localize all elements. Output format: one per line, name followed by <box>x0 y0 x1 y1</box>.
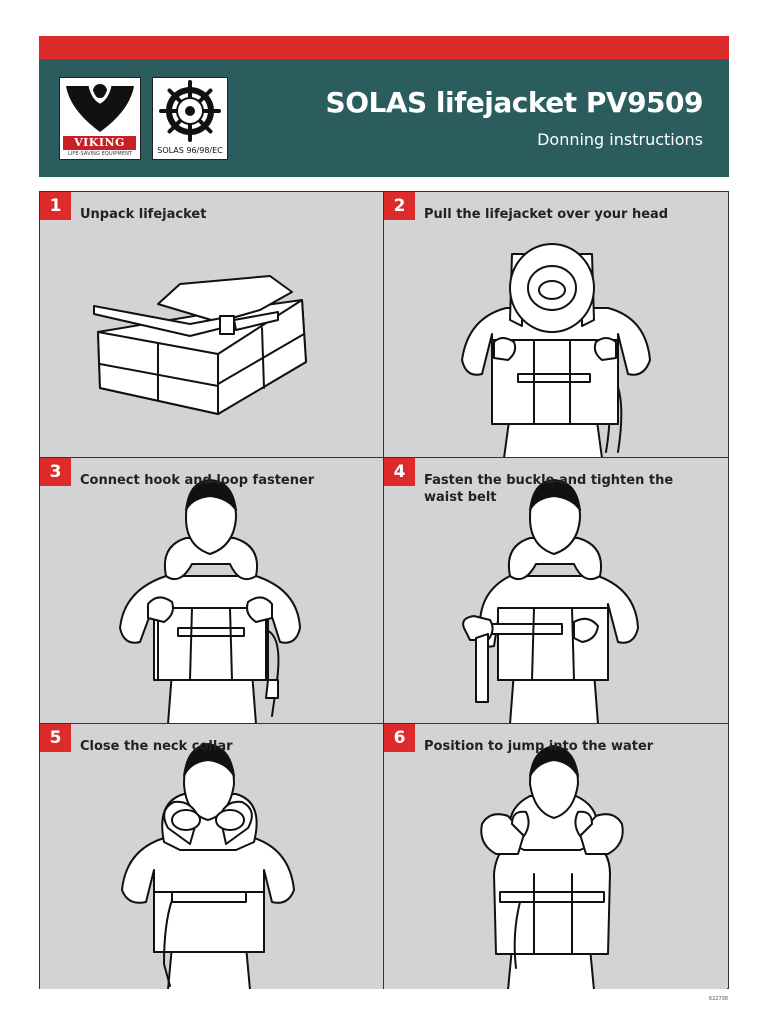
person-fastening-front-icon <box>119 479 301 723</box>
brand-tagline: LIFE-SAVING EQUIPMENT <box>67 151 133 157</box>
person-pulling-lifejacket-icon <box>461 243 651 457</box>
grid-divider-vertical <box>383 192 384 988</box>
step-label: Connect hook and loop fastener <box>80 473 315 488</box>
person-jump-position-icon <box>480 745 624 989</box>
page-subtitle: Donning instructions <box>537 130 703 149</box>
header-band: VIKING LIFE-SAVING EQUIPMENT SOLAS 96/98… <box>39 59 729 177</box>
step-panel-2: 2 Pull the lifejacket over your head <box>384 192 727 457</box>
grid-divider-horizontal <box>40 457 728 458</box>
viking-logo-icon <box>66 84 134 132</box>
instruction-grid: 1 Unpack lifejacket 2 Pull the lifejacke… <box>39 191 729 989</box>
step-panel-6: 6 Position to jump into the water <box>384 724 727 989</box>
step-number: 2 <box>384 192 415 220</box>
step-panel-3: 3 Connect hook and loop fastener <box>40 458 383 723</box>
step-label: Pull the lifejacket over your head <box>424 207 669 222</box>
ships-wheel-icon <box>159 80 221 142</box>
person-tightening-belt-icon <box>462 479 639 723</box>
step-number: 5 <box>40 724 71 752</box>
step-label: Position to jump into the water <box>424 739 654 754</box>
page-title: SOLAS lifejacket PV9509 <box>325 86 704 119</box>
step-label: Unpack lifejacket <box>80 207 207 222</box>
solas-certification-logo: SOLAS 96/98/EC <box>152 77 228 160</box>
step-panel-4: 4 Fasten the buckle and tighten the wais… <box>384 458 727 723</box>
step-number: 1 <box>40 192 71 220</box>
step-panel-1: 1 Unpack lifejacket <box>40 192 383 457</box>
step-panel-5: 5 Close the neck collar <box>40 724 383 989</box>
viking-logo: VIKING LIFE-SAVING EQUIPMENT <box>59 77 141 160</box>
brand-wordmark: VIKING <box>63 136 136 150</box>
solas-certification-text: SOLAS 96/98/EC <box>157 146 223 155</box>
packed-lifejacket-icon <box>93 275 307 415</box>
person-closing-collar-icon <box>121 743 295 989</box>
step-number: 3 <box>40 458 71 486</box>
step-label: Fasten the buckle and tighten the waist … <box>424 473 674 505</box>
document-code: 622738 <box>708 996 728 1002</box>
grid-divider-horizontal <box>40 723 728 724</box>
step-number: 4 <box>384 458 415 486</box>
top-accent-bar <box>39 36 729 59</box>
step-number: 6 <box>384 724 415 752</box>
step-label: Close the neck collar <box>80 739 233 754</box>
